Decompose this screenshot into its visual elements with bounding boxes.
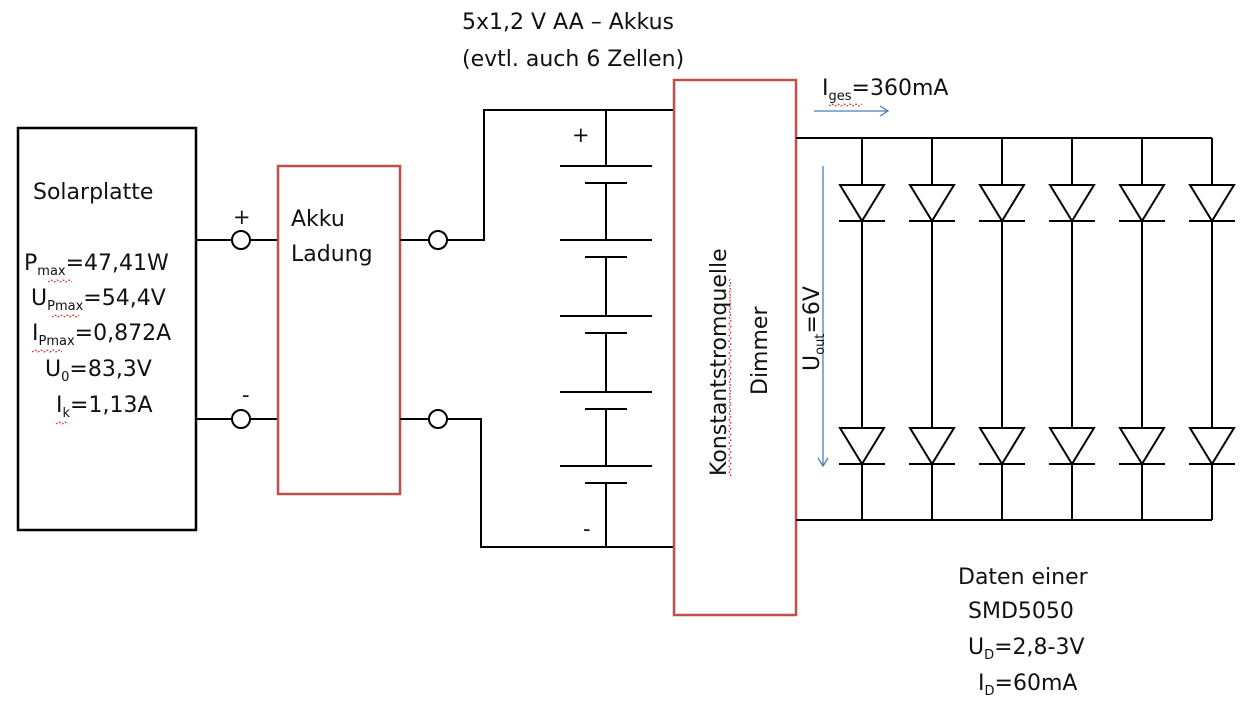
- dimmer-box: [672, 78, 798, 617]
- led-info-line2: SMD5050: [968, 599, 1074, 624]
- led-column: [908, 138, 956, 520]
- terminal-out-plus: [428, 230, 448, 250]
- led-diode: [908, 184, 956, 223]
- spellcheck-mark: [828, 103, 863, 107]
- battery-subtitle: (evtl. auch 6 Zellen): [462, 47, 684, 72]
- solar-panel-box: [16, 126, 198, 532]
- solar-plus-label: +: [233, 205, 251, 229]
- battery-stack: [560, 165, 652, 547]
- led-column: [978, 138, 1026, 520]
- led-column: [1118, 138, 1166, 520]
- led-diode: [838, 184, 886, 223]
- led-column: [1188, 138, 1236, 520]
- led-column: [838, 138, 886, 520]
- led-diode: [1048, 427, 1096, 466]
- spellcheck-mark: [51, 314, 80, 318]
- led-diode: [978, 427, 1026, 466]
- led-info-line1: Daten einer: [958, 565, 1089, 590]
- battery-plus-label: +: [572, 123, 590, 147]
- led-diode: [1188, 184, 1236, 223]
- battery-title: 5x1,2 V AA – Akkus: [462, 10, 674, 35]
- solar-pmax: Pmax=47,41W: [24, 251, 169, 279]
- voltage-arrow: [817, 166, 829, 468]
- led-diode: [1118, 184, 1166, 223]
- solar-title: Solarplatte: [33, 180, 153, 205]
- wire-bottom: [447, 418, 674, 548]
- led-diode: [1188, 427, 1236, 466]
- battery-minus-label: -: [583, 517, 591, 541]
- voltage-label: Uout=6V: [800, 286, 828, 371]
- current-label: Iges=360mA: [822, 76, 948, 104]
- charger-label-line2: Ladung: [291, 242, 373, 267]
- solar-upmax: UPmax=54,4V: [31, 286, 166, 314]
- spellcheck-mark: [55, 421, 69, 425]
- charger-box: [276, 164, 402, 496]
- wire-top: [447, 109, 674, 241]
- charger-label-line1: Akku: [291, 207, 345, 232]
- spellcheck-mark: [31, 349, 63, 353]
- spellcheck-mark: [47, 279, 73, 283]
- led-info-id: ID=60mA: [978, 671, 1077, 699]
- led-diode: [908, 427, 956, 466]
- dimmer-label-line2: Dimmer: [748, 306, 773, 395]
- solar-ik: Ik=1,13A: [56, 393, 153, 421]
- spellcheck-mark: [728, 277, 732, 477]
- led-array: [838, 138, 1236, 520]
- solar-minus-label: -: [242, 383, 250, 407]
- led-diode: [978, 184, 1026, 223]
- terminal-plus: [231, 230, 251, 250]
- led-column: [1048, 138, 1096, 520]
- dimmer-label-line1: Konstantstromquelle: [707, 248, 732, 476]
- current-arrow: [814, 105, 890, 117]
- terminal-minus: [231, 409, 251, 429]
- terminal-out-minus: [428, 409, 448, 429]
- led-diode: [1118, 427, 1166, 466]
- led-info-ud: UD=2,8-3V: [968, 635, 1085, 663]
- led-diode: [1048, 184, 1096, 223]
- solar-ipmax: IPmax=0,872A: [32, 321, 171, 349]
- led-diode: [838, 427, 886, 466]
- solar-u0: U0=83,3V: [45, 357, 152, 385]
